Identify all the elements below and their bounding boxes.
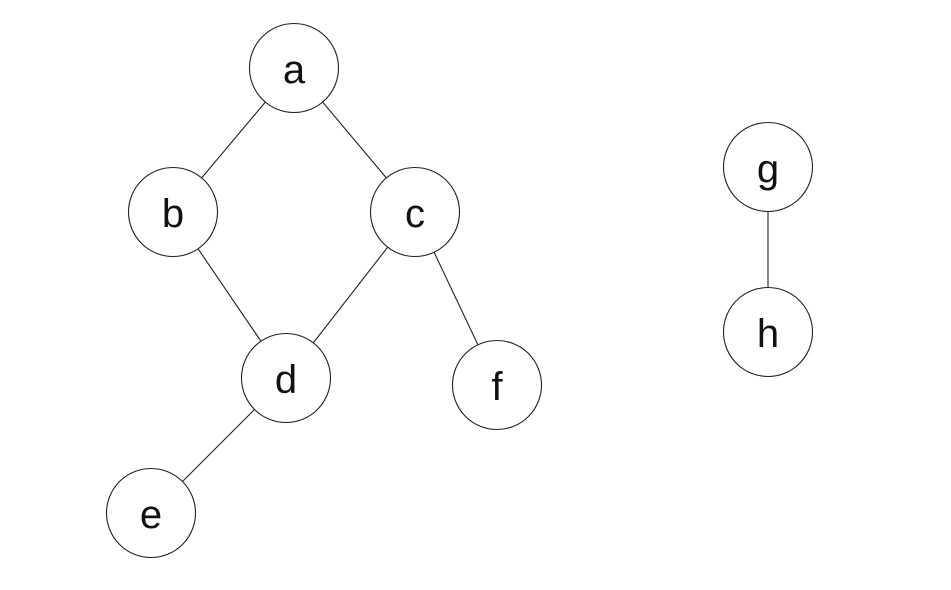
node-circle: [369, 166, 461, 258]
node-label: d: [275, 358, 297, 402]
node-d: d: [240, 332, 332, 424]
node-h: h: [722, 286, 814, 378]
node-circle: [248, 22, 340, 114]
node-a: a: [248, 22, 340, 114]
nodes-layer: a b c d e f g h: [105, 22, 814, 559]
node-c: c: [369, 166, 461, 258]
node-label: b: [162, 192, 184, 236]
node-circle: [722, 286, 814, 378]
node-circle: [240, 332, 332, 424]
node-circle: [105, 467, 197, 559]
node-circle: [451, 339, 543, 431]
node-b: b: [127, 166, 219, 258]
node-label: c: [405, 192, 425, 236]
node-circle: [127, 166, 219, 258]
node-label: e: [140, 493, 162, 537]
node-label: a: [283, 48, 306, 92]
node-circle: [722, 121, 814, 213]
node-label: f: [491, 365, 503, 409]
node-label: g: [757, 147, 779, 191]
node-e: e: [105, 467, 197, 559]
node-f: f: [451, 339, 543, 431]
node-label: h: [757, 312, 779, 356]
node-g: g: [722, 121, 814, 213]
